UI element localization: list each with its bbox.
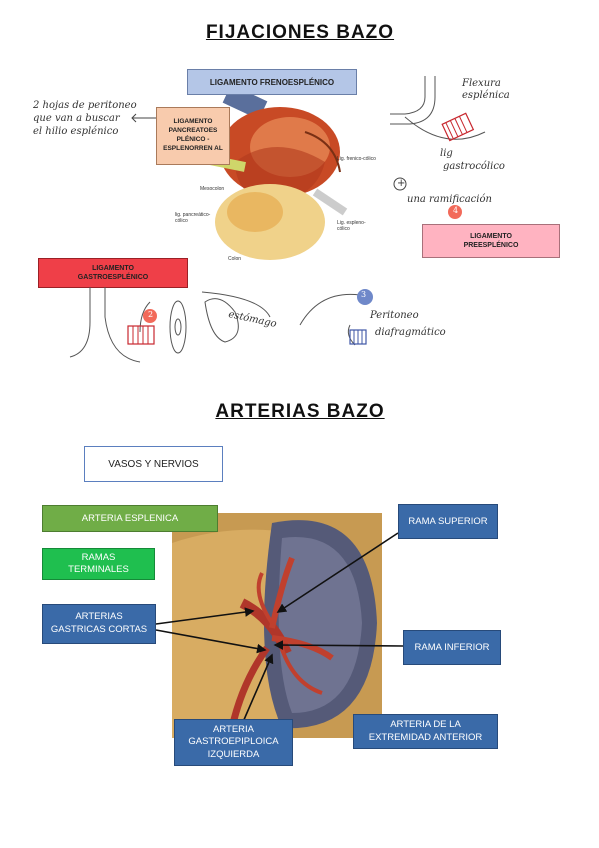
mesocolon-label: Mesocolon bbox=[200, 186, 225, 192]
peritoneo-diafragmatico-line1: Peritoneo bbox=[370, 310, 419, 321]
peritoneo-diafragmatico-line2: diafragmático bbox=[375, 327, 446, 338]
arteria-esplenica-box: ARTERIA ESPLENICA bbox=[42, 505, 218, 532]
arrow-rama-inferior-icon bbox=[273, 640, 404, 650]
rama-superior-box: RAMA SUPERIOR bbox=[398, 504, 498, 539]
flexura-label-line2: esplénica bbox=[462, 90, 510, 101]
ramificacion-label: una ramificación bbox=[407, 194, 492, 205]
lig-esplenocolico-label: Lig. espleno-cólico bbox=[337, 220, 366, 232]
arrow-rama-superior-icon bbox=[276, 532, 399, 613]
peritoneo-note-line2: que van a buscar bbox=[33, 113, 120, 124]
arteria-gastroepiploica-box: ARTERIA GASTROEPIPLOICA IZQUIERDA bbox=[174, 719, 293, 766]
peritoneo-note-line3: el hilio esplénico bbox=[33, 126, 119, 137]
colon-label: Colon bbox=[228, 256, 242, 262]
note-arrow-icon bbox=[131, 113, 156, 123]
arrow-gastricas-cortas-icon bbox=[155, 607, 255, 625]
arrow-gastricas-cortas-2-icon bbox=[155, 629, 267, 654]
lig-gastrocolico-label-line2: gastrocólico bbox=[443, 161, 505, 172]
number-3-label: 3 bbox=[361, 290, 367, 299]
diaphragm-sketch-illustration bbox=[299, 289, 373, 346]
arteria-extremidad-anterior-box: ARTERIA DE LA EXTREMIDAD ANTERIOR bbox=[353, 714, 498, 749]
ligamento-preesplenico-box: LIGAMENTO PREESPLÉNICO bbox=[422, 224, 560, 258]
stomach-sketch-illustration bbox=[69, 287, 271, 363]
number-2-label: 2 bbox=[148, 310, 154, 319]
section2-title: ARTERIAS BAZO bbox=[215, 401, 385, 422]
lig-frenico-colico-label: Lig. frenico-cólico bbox=[337, 156, 376, 162]
ligamento-frenoesplenico-box: LIGAMENTO FRENOESPLÉNICO bbox=[187, 69, 357, 95]
rama-inferior-box: RAMA INFERIOR bbox=[403, 630, 501, 665]
section1-title: FIJACIONES BAZO bbox=[205, 22, 395, 43]
arterias-gastricas-cortas-box: ARTERIAS GASTRICAS CORTAS bbox=[42, 604, 156, 644]
flexura-label-line1: Flexura bbox=[462, 78, 501, 89]
ramas-terminales-box: RAMAS TERMINALES bbox=[42, 548, 155, 580]
peritoneo-note-line1: 2 hojas de peritoneo bbox=[33, 100, 137, 111]
flexura-sketch-illustration bbox=[390, 76, 486, 219]
vasos-nervios-box: VASOS Y NERVIOS bbox=[84, 446, 223, 482]
spleen-arteries-illustration bbox=[172, 513, 382, 738]
arrow-gastroepiploica-icon bbox=[242, 653, 274, 723]
ligamento-gastroesplenico-box: LIGAMENTO GASTROESPLÉNICO bbox=[38, 258, 188, 288]
number-4-label: 4 bbox=[453, 206, 459, 215]
lig-pancreatico-label: lig. pancreático-cólico bbox=[175, 212, 211, 224]
lig-gastrocolico-label-line1: lig bbox=[440, 148, 453, 159]
plus-sign: + bbox=[397, 178, 406, 189]
ligamento-pancreatoesplenico-box: LIGAMENTO PANCREATOES PLÉNICO - ESPLENOR… bbox=[156, 107, 230, 165]
